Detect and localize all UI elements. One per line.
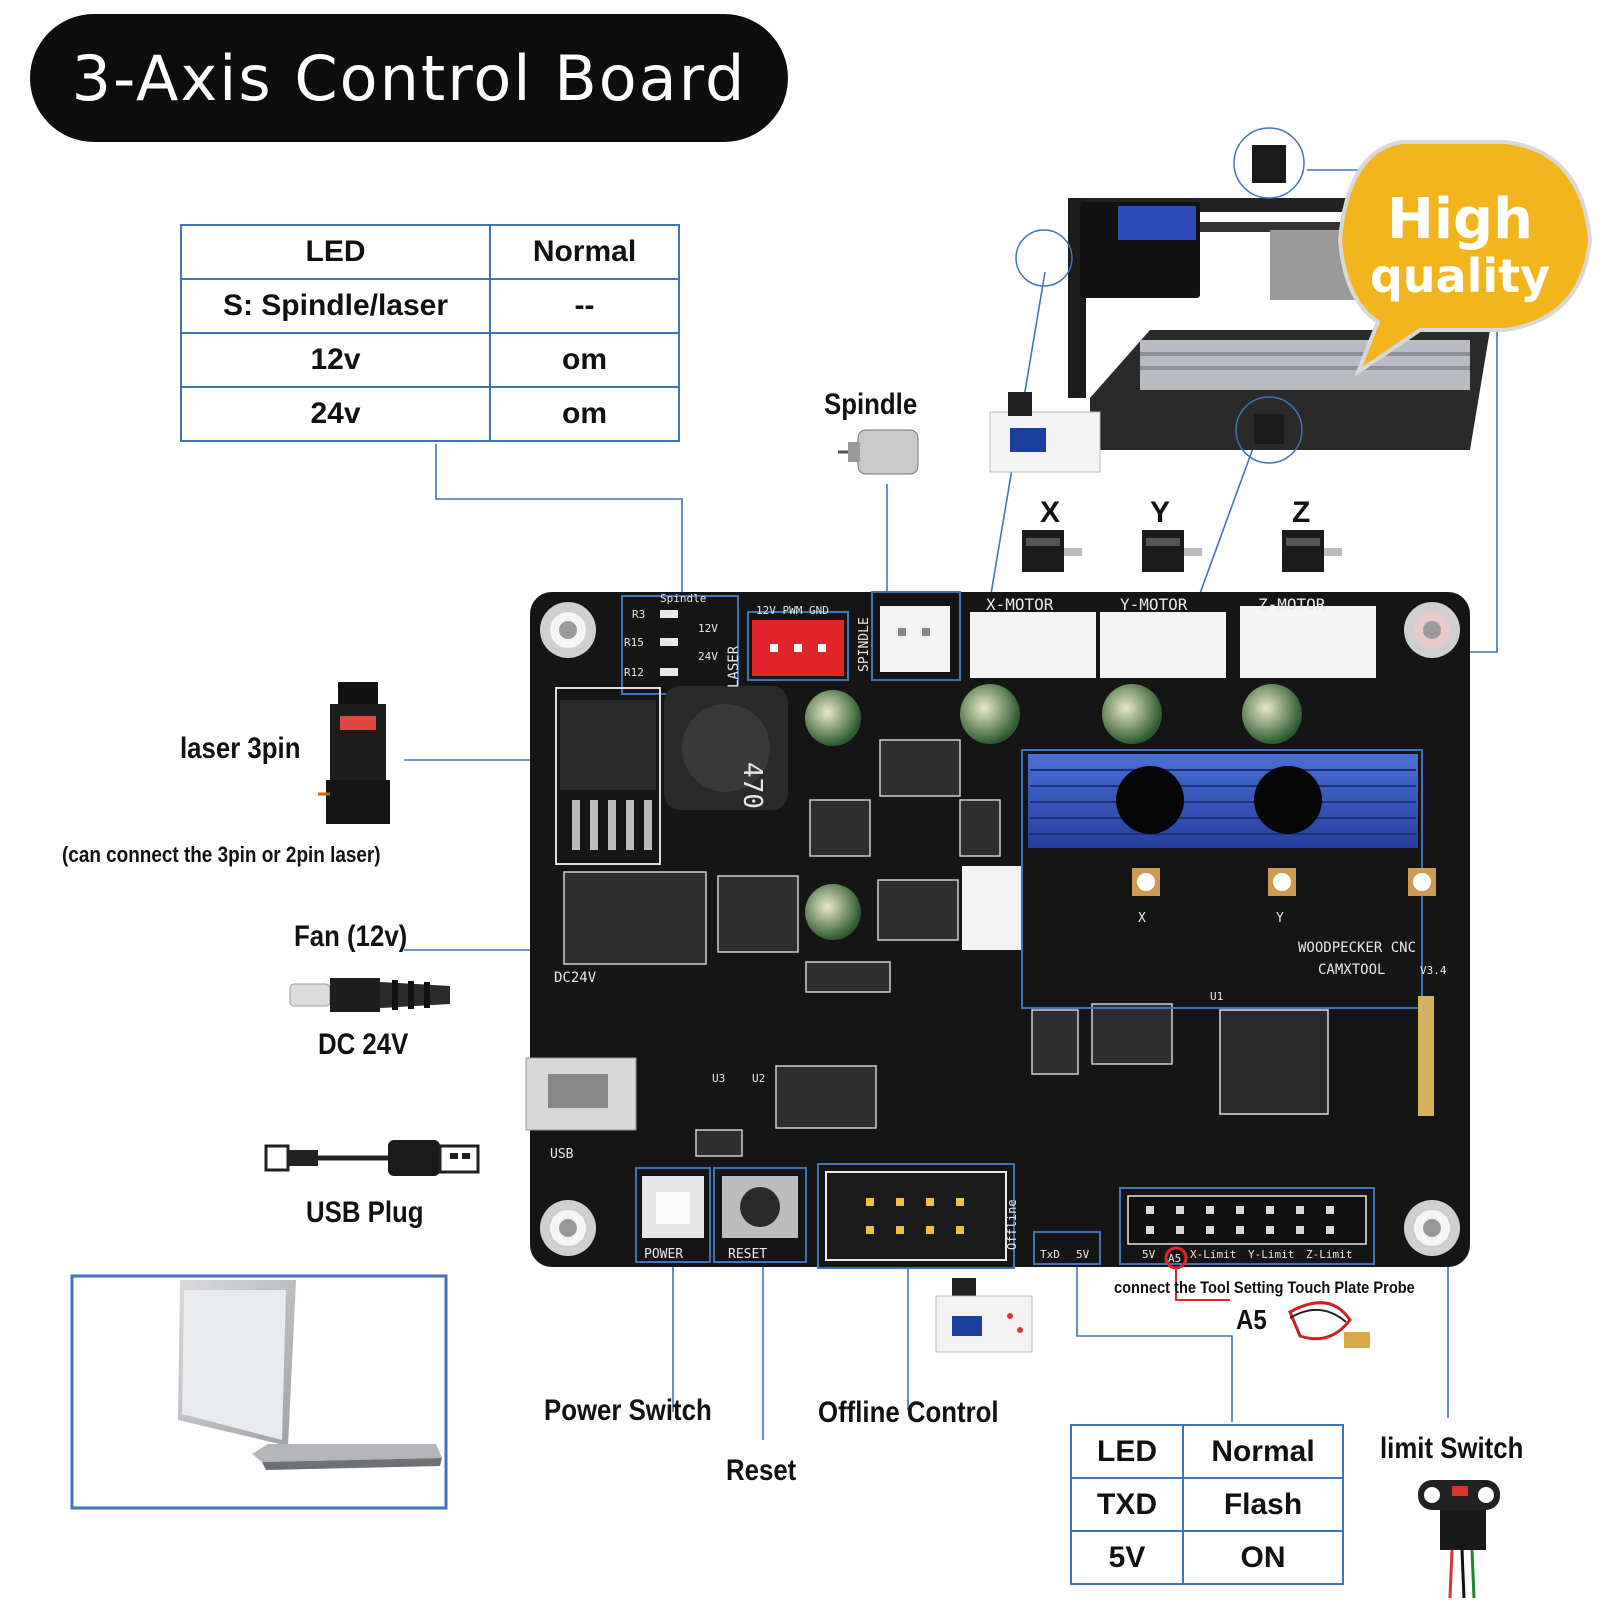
offline-controller-icon xyxy=(935,1278,1033,1353)
probe-icon xyxy=(1288,1301,1370,1348)
table-cell: Normal xyxy=(1182,1424,1344,1479)
board-label: Spindle xyxy=(660,592,706,605)
board-label: LASER xyxy=(726,645,742,688)
board-label: 12V PWM GND xyxy=(756,604,829,617)
badge-line-1: High xyxy=(1386,187,1533,252)
board-label: 24V xyxy=(698,650,718,663)
quality-badge-text: High quality xyxy=(1355,187,1565,303)
mounting-hole xyxy=(540,602,1460,1256)
stepper-motor-x-icon xyxy=(1022,530,1082,572)
spindle-motor-icon xyxy=(838,429,919,475)
fan-label: Fan (12v) xyxy=(294,920,408,953)
dc-plug-icon xyxy=(289,978,450,1012)
board-label: Y-MOTOR xyxy=(1120,595,1188,614)
board-label: X xyxy=(1138,911,1146,926)
table-row: 5V ON xyxy=(1070,1530,1344,1585)
board-label: R15 xyxy=(624,636,644,649)
board-label: V3.4 xyxy=(1420,964,1447,977)
board-label: SPINDLE xyxy=(857,617,872,672)
capacitor xyxy=(805,684,1302,940)
board-label: Z-Limit xyxy=(1306,1248,1352,1261)
table-cell: 12v xyxy=(180,332,491,388)
reset-label: Reset xyxy=(726,1454,797,1487)
badge-line-2: quality xyxy=(1369,249,1551,303)
a5-label: A5 xyxy=(1236,1304,1267,1335)
table-cell: Normal xyxy=(489,224,680,280)
stepper-motor-y-icon xyxy=(1142,530,1202,572)
table-cell: S: Spindle/laser xyxy=(180,278,491,334)
control-board: Spindle R3 R15 R12 12V 24V LASER 12V PWM… xyxy=(525,591,1470,1301)
table-row: 24v om xyxy=(180,386,680,442)
stepper-motor-z-icon xyxy=(1282,530,1342,572)
board-label: U2 xyxy=(752,1072,765,1085)
board-label: R12 xyxy=(624,666,644,679)
laser-note: (can connect the 3pin or 2pin laser) xyxy=(62,842,381,867)
board-label: CAMXTOOL xyxy=(1318,962,1385,978)
board-label: U3 xyxy=(712,1072,725,1085)
limit-switch-label: limit Switch xyxy=(1380,1432,1524,1465)
board-label: Z-MOTOR xyxy=(1258,595,1326,614)
laptop-icon xyxy=(70,1274,448,1510)
led-table-top: LED Normal S: Spindle/laser -- 12v om 24… xyxy=(180,224,680,442)
table-cell: ON xyxy=(1182,1530,1344,1585)
board-label: U1 xyxy=(1210,990,1223,1003)
quality-badge xyxy=(1337,140,1593,378)
table-cell: om xyxy=(489,386,680,442)
laser-module-icon xyxy=(318,682,390,824)
limit-switch-icon xyxy=(1418,1480,1500,1599)
table-cell: 24v xyxy=(180,386,491,442)
board-label: 5V xyxy=(1142,1248,1156,1261)
probe-label: connect the Tool Setting Touch Plate Pro… xyxy=(1114,1278,1415,1297)
board-label: TxD xyxy=(1040,1248,1060,1261)
table-row: TXD Flash xyxy=(1070,1477,1344,1532)
table-cell: -- xyxy=(489,278,680,334)
board-label: X-Limit xyxy=(1190,1248,1236,1261)
usb-plug-icon xyxy=(264,1140,480,1176)
table-cell: om xyxy=(489,332,680,388)
table-cell: 5V xyxy=(1070,1530,1184,1585)
led-table-bottom: LED Normal TXD Flash 5V ON xyxy=(1070,1424,1344,1585)
axis-z-label: Z xyxy=(1292,496,1311,529)
board-label: 12V xyxy=(698,622,718,635)
title-banner: 3-Axis Control Board xyxy=(30,14,788,142)
power-switch-label: Power Switch xyxy=(544,1394,712,1427)
board-label: WOODPECKER CNC xyxy=(1298,940,1416,956)
spindle-label: Spindle xyxy=(824,388,918,421)
board-label: POWER xyxy=(644,1247,683,1262)
board-label: DC24V xyxy=(554,970,597,986)
table-cell: LED xyxy=(1070,1424,1184,1479)
board-label: Offline xyxy=(1005,1199,1019,1250)
table-row: S: Spindle/laser -- xyxy=(180,278,680,334)
board-label: 5V xyxy=(1076,1248,1090,1261)
page-title: 3-Axis Control Board xyxy=(71,41,747,115)
usb-label: USB Plug xyxy=(306,1196,424,1229)
laser-label: laser 3pin xyxy=(180,732,301,765)
table-cell: Flash xyxy=(1182,1477,1344,1532)
table-row: 12v om xyxy=(180,332,680,388)
table-header-row: LED Normal xyxy=(180,224,680,280)
board-label: USB xyxy=(550,1147,574,1162)
board-label: Y xyxy=(1276,911,1284,926)
potentiometer xyxy=(1132,868,1436,896)
table-cell: TXD xyxy=(1070,1477,1184,1532)
table-header-row: LED Normal xyxy=(1070,1424,1344,1479)
board-label: Y-Limit xyxy=(1248,1248,1294,1261)
board-label: X-MOTOR xyxy=(986,595,1054,614)
board-label: RESET xyxy=(728,1247,767,1262)
axis-x-label: X xyxy=(1040,496,1061,529)
board-label: R3 xyxy=(632,608,645,621)
board-label: 470 xyxy=(737,762,767,809)
table-cell: LED xyxy=(180,224,491,280)
axis-y-label: Y xyxy=(1150,496,1171,529)
dc-label: DC 24V xyxy=(318,1028,409,1061)
offline-control-label: Offline Control xyxy=(818,1396,999,1429)
board-label: A5 xyxy=(1168,1252,1181,1265)
